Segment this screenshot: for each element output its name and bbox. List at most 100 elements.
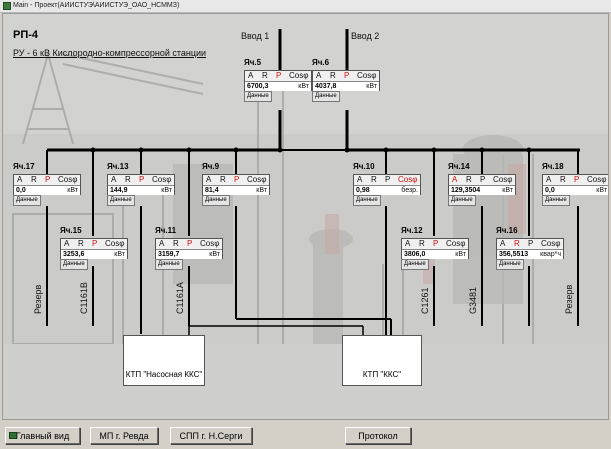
reactive-indicator[interactable]: R <box>560 175 566 184</box>
power-indicator[interactable]: P <box>433 239 439 248</box>
power-indicator[interactable]: P <box>480 175 486 184</box>
power-indicator[interactable]: P <box>344 71 350 80</box>
feed-1-label: Ввод 1 <box>241 31 270 41</box>
cos-indicator[interactable]: Cosφ <box>200 239 220 248</box>
cell-name: Яч.9 <box>202 162 220 171</box>
reactive-indicator[interactable]: R <box>173 239 179 248</box>
cell-name: Яч.10 <box>353 162 375 171</box>
cell-unit: кВт <box>256 187 267 194</box>
data-button[interactable]: Данные <box>13 195 41 206</box>
reactive-indicator[interactable]: R <box>330 71 336 80</box>
cos-indicator[interactable]: Cosφ <box>398 175 418 184</box>
reactive-indicator[interactable]: R <box>514 239 520 248</box>
cell-value: 144,9 <box>110 187 128 194</box>
cell-name: Яч.17 <box>13 162 35 171</box>
main-view-button[interactable]: Главный вид <box>5 427 80 444</box>
cos-indicator[interactable]: Cosφ <box>587 175 607 184</box>
data-button[interactable]: Данные <box>448 195 476 206</box>
data-button[interactable]: Данные <box>542 195 570 206</box>
cos-indicator[interactable]: Cosφ <box>446 239 466 248</box>
line-label-c1161b: С1161В <box>79 282 89 314</box>
power-indicator[interactable]: P <box>528 239 534 248</box>
cell-unit: кВт <box>209 251 220 258</box>
power-indicator[interactable]: P <box>139 175 145 184</box>
power-indicator[interactable]: P <box>234 175 240 184</box>
cell-name: Яч.18 <box>542 162 564 171</box>
cos-indicator[interactable]: Cosφ <box>58 175 78 184</box>
navigation-bar: Главный вид МП г. Ревда СПП г. Н.Серги П… <box>0 420 611 449</box>
current-indicator[interactable]: A <box>248 71 254 80</box>
reactive-indicator[interactable]: R <box>220 175 226 184</box>
current-indicator[interactable]: A <box>405 239 411 248</box>
power-indicator[interactable]: P <box>187 239 193 248</box>
substation-nasosnaya-kks[interactable]: КТП "Насосная ККС" <box>123 335 205 386</box>
power-indicator[interactable]: P <box>574 175 580 184</box>
reactive-indicator[interactable]: R <box>371 175 377 184</box>
substation-kks[interactable]: КТП "ККС" <box>342 335 422 386</box>
cell-unit: кВт <box>455 251 466 258</box>
current-indicator[interactable]: A <box>357 175 363 184</box>
data-button[interactable]: Данные <box>155 259 183 270</box>
reactive-indicator[interactable]: R <box>466 175 472 184</box>
current-indicator[interactable]: A <box>206 175 212 184</box>
cell-value: 3806,0 <box>404 251 426 258</box>
protocol-button[interactable]: Протокол <box>345 427 411 444</box>
cos-indicator[interactable]: Cosφ <box>152 175 172 184</box>
data-button[interactable]: Данные <box>244 91 272 102</box>
cos-indicator[interactable]: Cosφ <box>289 71 309 80</box>
power-indicator[interactable]: P <box>45 175 51 184</box>
data-button[interactable]: Данные <box>353 195 381 206</box>
current-indicator[interactable]: A <box>159 239 165 248</box>
schematic-canvas: РП-4 РУ - 6 кВ Кислородно-компрессорной … <box>2 13 609 420</box>
cell-unit: кВт <box>67 187 78 194</box>
data-button[interactable]: Данные <box>202 195 230 206</box>
substation-label: КТП "Насосная ККС" <box>125 370 203 379</box>
current-indicator[interactable]: A <box>316 71 322 80</box>
page-subtitle[interactable]: РУ - 6 кВ Кислородно-компрессорной станц… <box>13 48 207 58</box>
cell-value: 3159,7 <box>158 251 180 258</box>
current-indicator[interactable]: A <box>17 175 23 184</box>
line-label-c1161a: С1161А <box>175 282 185 314</box>
reactive-indicator[interactable]: R <box>78 239 84 248</box>
reactive-indicator[interactable]: R <box>125 175 131 184</box>
cell-value: 0,0 <box>16 187 26 194</box>
app-icon <box>9 432 17 439</box>
spp-sergi-button[interactable]: СПП г. Н.Серги <box>170 427 252 444</box>
current-indicator[interactable]: A <box>111 175 117 184</box>
cos-indicator[interactable]: Cosφ <box>357 71 377 80</box>
title-bar: Main - Проект(АИИСТУЭ\АИИСТУЭ_ОАО_НСММЗ) <box>0 0 611 13</box>
cell-unit: квар*ч <box>540 251 561 258</box>
cell-unit: кВт <box>502 187 513 194</box>
reactive-indicator[interactable]: R <box>31 175 37 184</box>
reactive-indicator[interactable]: R <box>419 239 425 248</box>
data-button[interactable]: Данные <box>107 195 135 206</box>
reactive-indicator[interactable]: R <box>262 71 268 80</box>
cos-indicator[interactable]: Cosφ <box>247 175 267 184</box>
cell-value: 81,4 <box>205 187 219 194</box>
current-indicator[interactable]: A <box>452 175 458 184</box>
cell-unit: безр. <box>401 187 418 194</box>
cos-indicator[interactable]: Cosφ <box>105 239 125 248</box>
data-button[interactable]: Данные <box>401 259 429 270</box>
current-indicator[interactable]: A <box>64 239 70 248</box>
feed-2-label: Ввод 2 <box>351 31 380 41</box>
power-indicator[interactable]: P <box>385 175 391 184</box>
data-button[interactable]: Данные <box>312 91 340 102</box>
cos-indicator[interactable]: Cosφ <box>541 239 561 248</box>
current-indicator[interactable]: A <box>546 175 552 184</box>
cell-name: Яч.11 <box>155 226 177 235</box>
cos-indicator[interactable]: Cosφ <box>493 175 513 184</box>
cell-value: 4037,8 <box>315 83 337 90</box>
mp-revda-button[interactable]: МП г. Ревда <box>90 427 158 444</box>
current-indicator[interactable]: A <box>500 239 506 248</box>
power-indicator[interactable]: P <box>276 71 282 80</box>
data-button[interactable]: Данные <box>496 259 524 270</box>
data-button[interactable]: Данные <box>60 259 88 270</box>
power-indicator[interactable]: P <box>92 239 98 248</box>
